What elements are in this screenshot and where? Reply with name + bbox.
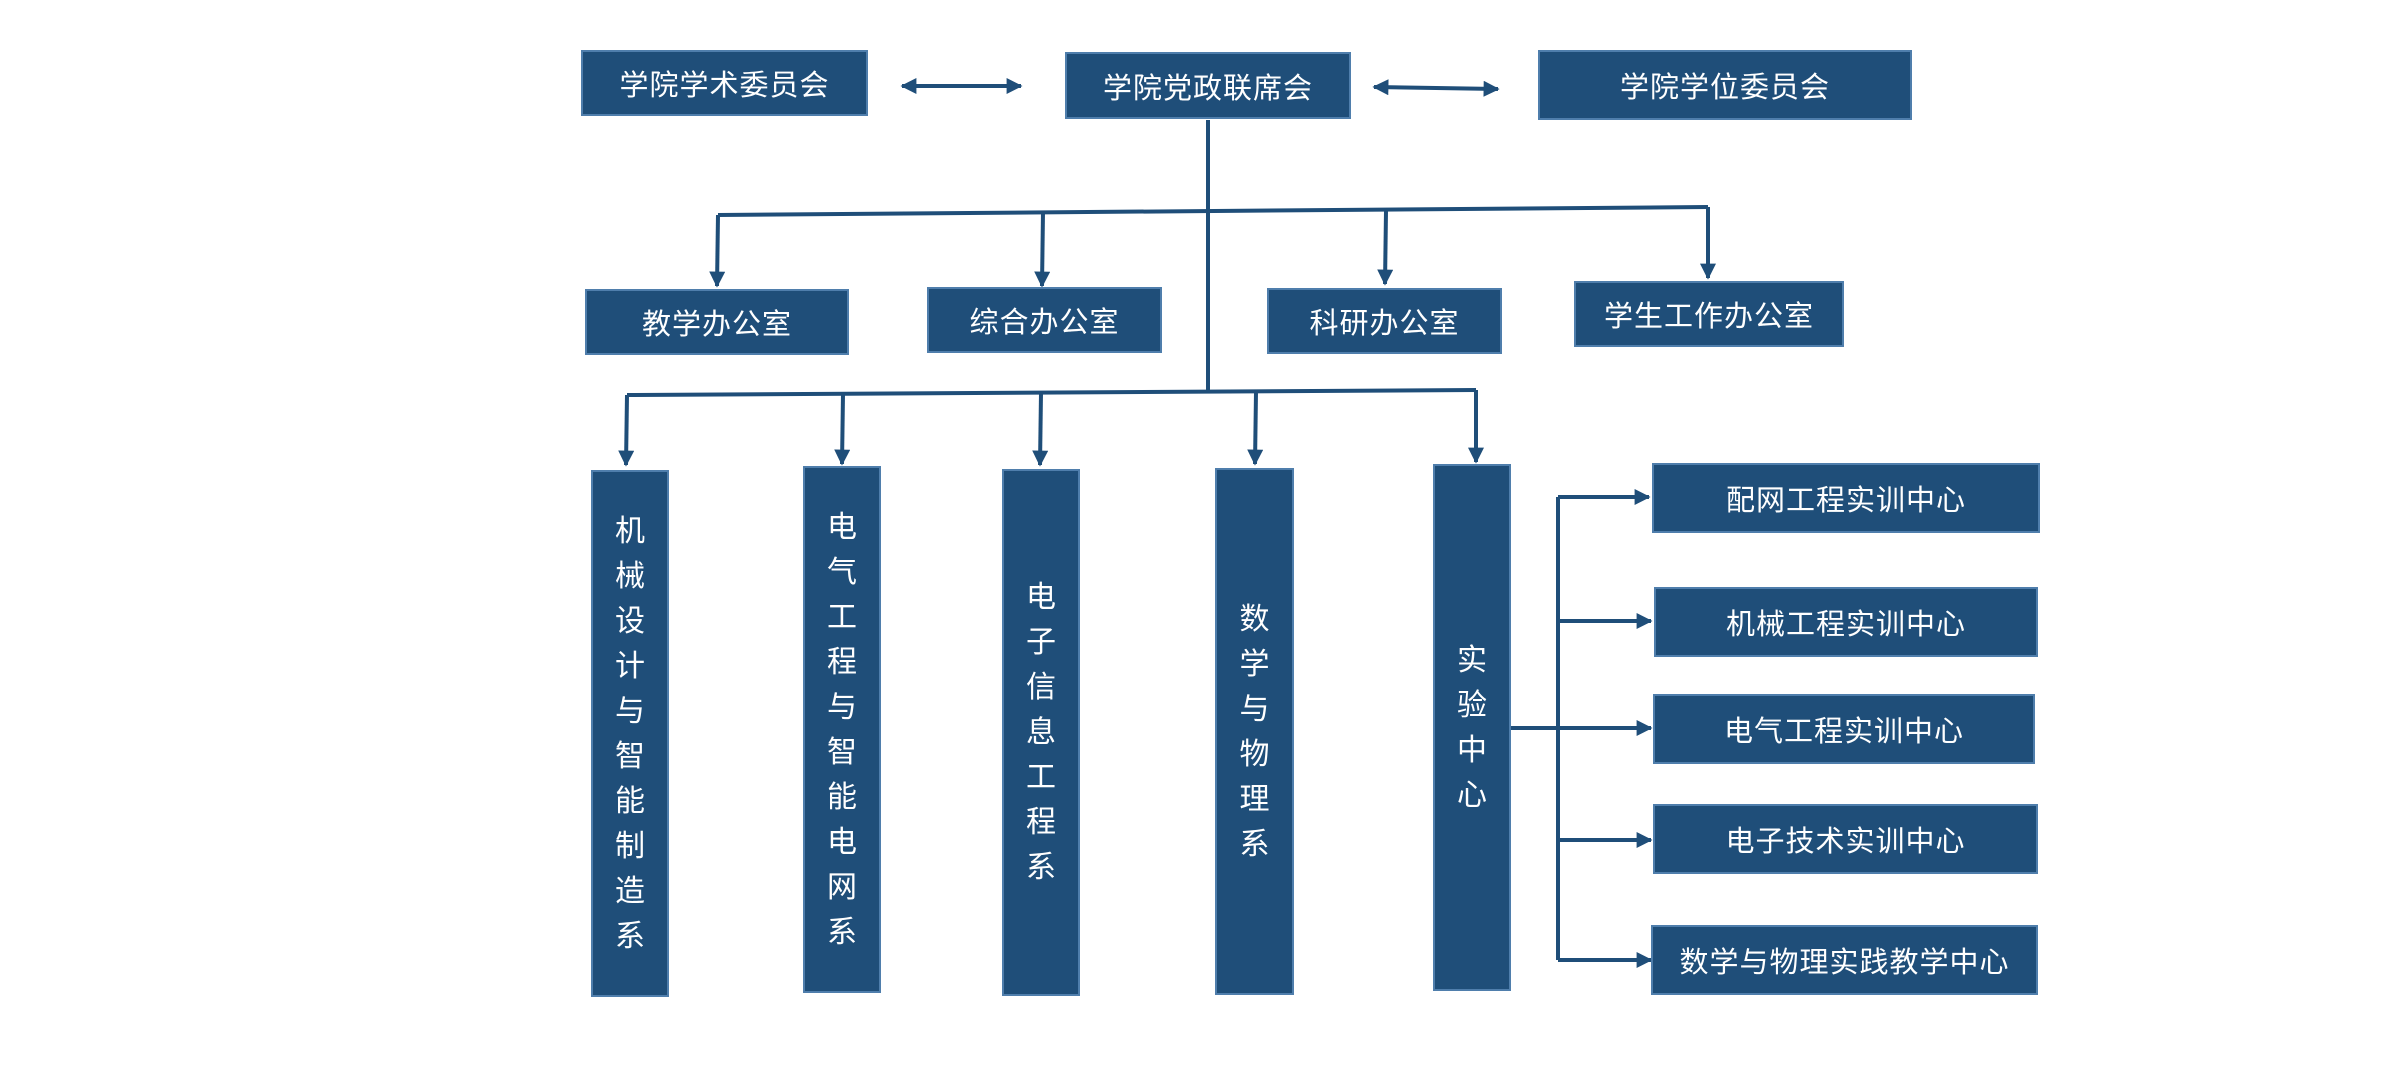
arrow-to-office-1 [709, 214, 726, 288]
joint-meeting-box: 学院党政联席会 [1065, 52, 1351, 119]
lab-center-box-1: 配网工程实训中心 [1652, 463, 2040, 533]
double-arrow-right [1372, 79, 1500, 97]
department-box-3: 电子信息工程系 [1002, 469, 1080, 996]
lab-center-box-3: 电气工程实训中心 [1653, 694, 2035, 764]
arrow-to-office-2 [1034, 211, 1051, 288]
department-label-3: 电子信息工程系 [1026, 580, 1056, 885]
department-box-4: 数学与物理系 [1215, 468, 1294, 995]
department-label-2: 电气工程与智能电网系 [827, 509, 857, 950]
department-label-1: 机械设计与智能制造系 [615, 513, 645, 954]
arrow-to-department-1 [618, 394, 635, 467]
department-bus-line [626, 388, 1477, 397]
office-box-3: 科研办公室 [1267, 288, 1502, 354]
office-box-2: 综合办公室 [927, 287, 1162, 353]
lab-center-box-2: 机械工程实训中心 [1654, 587, 2038, 657]
office-box-4: 学生工作办公室 [1574, 281, 1844, 347]
lab-center-box-5: 数学与物理实践教学中心 [1651, 925, 2038, 995]
department-box-1: 机械设计与智能制造系 [591, 470, 669, 997]
department-label-4: 数学与物理系 [1239, 601, 1270, 862]
arrow-to-department-2 [834, 393, 851, 466]
department-label-5: 实验中心 [1457, 642, 1487, 813]
arrow-to-office-3 [1377, 210, 1394, 286]
degree-committee-box: 学院学位委员会 [1538, 50, 1912, 120]
arrow-to-department-4 [1247, 391, 1264, 466]
academic-committee-box: 学院学术委员会 [581, 50, 868, 116]
lab-center-box-4: 电子技术实训中心 [1653, 804, 2038, 874]
arrow-to-department-3 [1032, 392, 1049, 467]
department-box-5: 实验中心 [1433, 464, 1511, 991]
office-bus-line [717, 205, 1709, 217]
department-box-2: 电气工程与智能电网系 [803, 466, 881, 993]
office-box-1: 教学办公室 [585, 289, 849, 355]
